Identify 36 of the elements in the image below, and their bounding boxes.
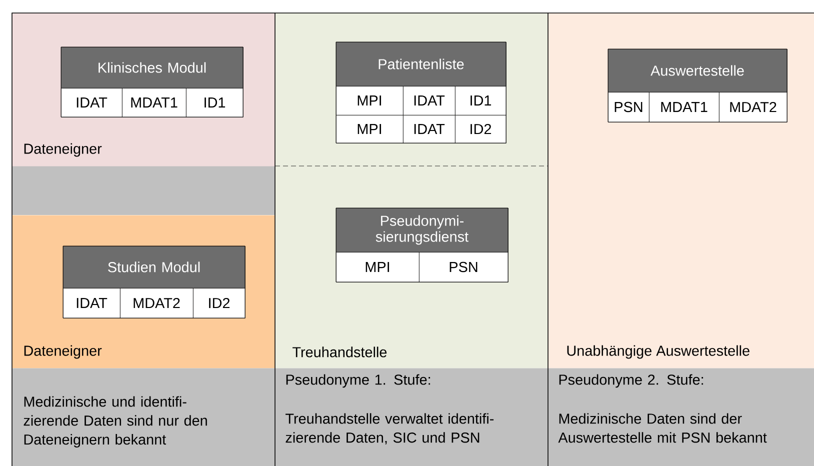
band-label: Treuhandstelle bbox=[292, 346, 387, 358]
table-cell: MDAT1 bbox=[649, 92, 720, 122]
module-table bbox=[336, 208, 508, 282]
table-cell: MDAT1 bbox=[122, 88, 186, 118]
table-cell: PSN bbox=[419, 252, 508, 282]
table-cell: MDAT2 bbox=[120, 288, 194, 318]
module-table bbox=[608, 48, 788, 122]
note-text: Medizinische und identifi- zierende Daten sind nur den Dateneignern bekannt bbox=[24, 396, 207, 448]
note-text: Treuhandstelle verwaltet identifi- zierende Daten, SIC und PSN bbox=[286, 413, 494, 444]
band-label: Dateneigner bbox=[24, 143, 102, 157]
table-cell: IDAT bbox=[63, 288, 120, 318]
table-heading: Auswertestelle bbox=[608, 49, 788, 92]
table-cell: MPI bbox=[336, 86, 404, 116]
table-cell: ID1 bbox=[186, 88, 244, 118]
note-text: Medizinische Daten sind der Auswertestelle mit PSN bekannt bbox=[558, 413, 767, 443]
table-cell: ID2 bbox=[455, 115, 506, 144]
table-heading: Pseudonymi- sierungsdienst bbox=[336, 208, 508, 252]
table-cell: MDAT2 bbox=[719, 92, 788, 122]
band-label: Dateneigner bbox=[24, 345, 102, 359]
table-heading: Patientenliste bbox=[336, 42, 506, 86]
table-cell: ID1 bbox=[455, 86, 506, 116]
table-heading: Klinisches Modul bbox=[61, 47, 244, 88]
table-cell: PSN bbox=[608, 92, 650, 122]
table-cell: ID2 bbox=[193, 288, 246, 318]
table-cell: IDAT bbox=[403, 115, 456, 144]
table-cell: IDAT bbox=[403, 86, 456, 116]
table-heading: Studien Modul bbox=[63, 246, 246, 288]
module-table bbox=[62, 246, 246, 318]
table-cell: MPI bbox=[336, 115, 404, 144]
note-text: Pseudonyme 2. Stufe: bbox=[559, 374, 704, 388]
band-label: Unabhängige Auswertestelle bbox=[567, 345, 750, 359]
table-cell: IDAT bbox=[61, 88, 122, 118]
module-table bbox=[60, 46, 244, 118]
note-text: Pseudonyme 1. Stufe: bbox=[286, 374, 430, 388]
table-cell: MPI bbox=[336, 252, 420, 282]
module-table bbox=[336, 42, 506, 144]
